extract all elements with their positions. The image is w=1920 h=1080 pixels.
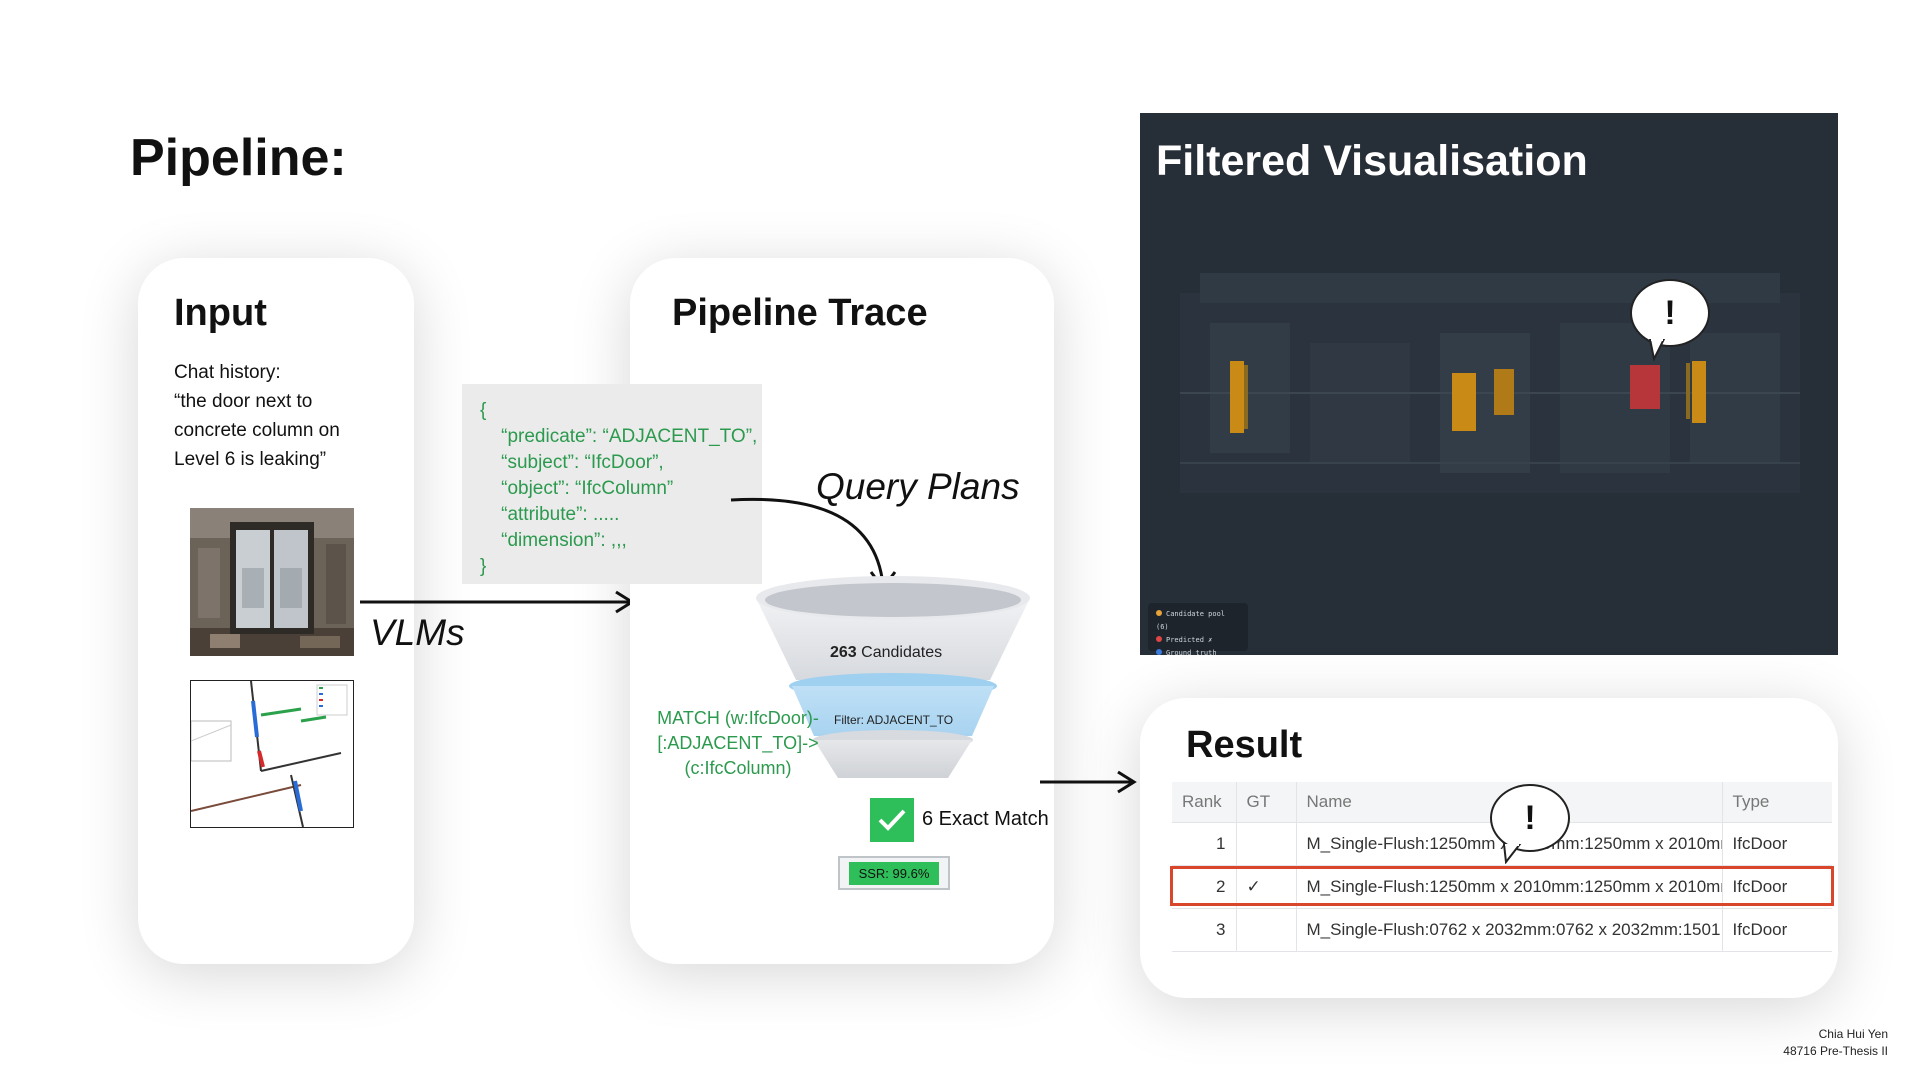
- alert-icon: !: [1664, 293, 1676, 332]
- chat-line: Level 6 is leaking”: [174, 449, 327, 470]
- cypher-line: (c:IfcColumn): [684, 758, 792, 778]
- cell-gt: [1236, 908, 1297, 952]
- input-card-title: Input: [174, 292, 267, 334]
- floor-plan-image: [190, 680, 354, 828]
- chat-line: “the door next to: [174, 391, 313, 412]
- ssr-badge: SSR: 99.6%: [838, 856, 950, 890]
- table-row[interactable]: 2 ✓ M_Single-Flush:1250mm x 2010mm:1250m…: [1172, 865, 1832, 909]
- cell-name: M_Single-Flush:0762 x 2032mm:0762 x 2032…: [1296, 908, 1723, 952]
- chat-history-label: Chat history:: [174, 362, 281, 383]
- column-header-type[interactable]: Type: [1722, 782, 1832, 823]
- candidates-label: 263 Candidates: [830, 644, 942, 662]
- table-row[interactable]: 3 M_Single-Flush:0762 x 2032mm:0762 x 20…: [1172, 908, 1832, 952]
- cell-type: IfcDoor: [1722, 908, 1832, 952]
- candidates-count: 263: [830, 644, 857, 661]
- legend-label: Candidate pool (6): [1156, 610, 1226, 631]
- building-model-render: [1180, 273, 1800, 493]
- alert-icon: !: [1524, 798, 1536, 837]
- footer-course: 48716 Pre-Thesis II: [1783, 1044, 1888, 1058]
- cell-gt: [1236, 822, 1297, 866]
- candidate-funnel: [756, 576, 1030, 778]
- cypher-line: MATCH (w:IfcDoor)-: [657, 708, 819, 728]
- pipeline-card-title: Pipeline Trace: [672, 292, 928, 334]
- legend-label: Ground truth: [1166, 649, 1217, 657]
- column-header-gt[interactable]: GT: [1236, 782, 1297, 823]
- legend-dot-icon: [1156, 610, 1162, 616]
- cell-rank: 1: [1172, 822, 1237, 866]
- door-photo: [190, 508, 354, 656]
- alert-bubble: !: [1630, 279, 1710, 347]
- footer: Chia Hui Yen 48716 Pre-Thesis II: [1783, 1026, 1888, 1060]
- candidates-text: Candidates: [861, 644, 943, 661]
- bubble-tail: [1502, 844, 1522, 864]
- cell-gt: ✓: [1236, 865, 1297, 909]
- result-card: Result Rank GT Name Type 1 M_Single-Flus…: [1140, 698, 1838, 998]
- column-header-rank[interactable]: Rank: [1172, 782, 1237, 823]
- legend-dot-icon: [1156, 649, 1162, 655]
- legend-dot-icon: [1156, 636, 1162, 642]
- query-plans-label: Query Plans: [816, 466, 1020, 507]
- bubble-tail: [1648, 339, 1666, 361]
- ssr-badge-label: SSR: 99.6%: [848, 861, 940, 885]
- check-icon: [870, 798, 914, 842]
- cell-rank: 2: [1172, 865, 1237, 909]
- json-line: “object”: “IfcColumn”: [480, 478, 674, 499]
- vlm-label: VLMs: [370, 612, 465, 653]
- query-json: { “predicate”: “ADJACENT_TO”, “subject”:…: [462, 384, 762, 584]
- legend-label: Predicted ✗: [1166, 636, 1213, 644]
- chat-history: Chat history: “the door next to concrete…: [174, 358, 340, 474]
- filter-label: Filter: ADJACENT_TO: [834, 713, 954, 727]
- cell-rank: 3: [1172, 908, 1237, 952]
- result-alert-bubble: !: [1490, 784, 1570, 852]
- json-line: “dimension”: ,,,: [480, 530, 627, 551]
- json-line: “attribute”: .....: [480, 504, 620, 525]
- ground-truth-highlight: [1170, 866, 1834, 906]
- json-line: {: [480, 400, 487, 421]
- result-card-title: Result: [1186, 724, 1303, 766]
- legend-item: Predicted ✗: [1156, 634, 1240, 647]
- result-arrow: [1040, 770, 1137, 794]
- viz-legend: Candidate pool (6) Predicted ✗ Ground tr…: [1148, 603, 1248, 657]
- cell-type: IfcDoor: [1722, 865, 1832, 909]
- chat-line: concrete column on: [174, 420, 340, 441]
- legend-item: Ground truth: [1156, 647, 1240, 660]
- json-line: “predicate”: “ADJACENT_TO”,: [480, 426, 758, 447]
- json-line: }: [480, 556, 487, 577]
- legend-item: Candidate pool (6): [1156, 608, 1240, 634]
- input-card: Input Chat history: “the door next to co…: [138, 258, 414, 964]
- cypher-query: MATCH (w:IfcDoor)- [:ADJACENT_TO]-> (c:I…: [652, 706, 824, 781]
- visualisation-title: Filtered Visualisation: [1156, 137, 1588, 185]
- json-line: “subject”: “IfcDoor”,: [480, 452, 664, 473]
- vlm-arrow: [360, 590, 635, 614]
- exact-match-label: 6 Exact Match: [922, 808, 1049, 830]
- footer-author: Chia Hui Yen: [1818, 1027, 1888, 1041]
- page-title: Pipeline:: [130, 129, 347, 187]
- filtered-visualisation-panel: Filtered Visualisation ! Candidate pool …: [1140, 113, 1838, 657]
- cell-type: IfcDoor: [1722, 822, 1832, 866]
- cypher-line: [:ADJACENT_TO]->: [657, 733, 819, 753]
- cell-name: M_Single-Flush:1250mm x 2010mm:1250mm x …: [1296, 865, 1723, 909]
